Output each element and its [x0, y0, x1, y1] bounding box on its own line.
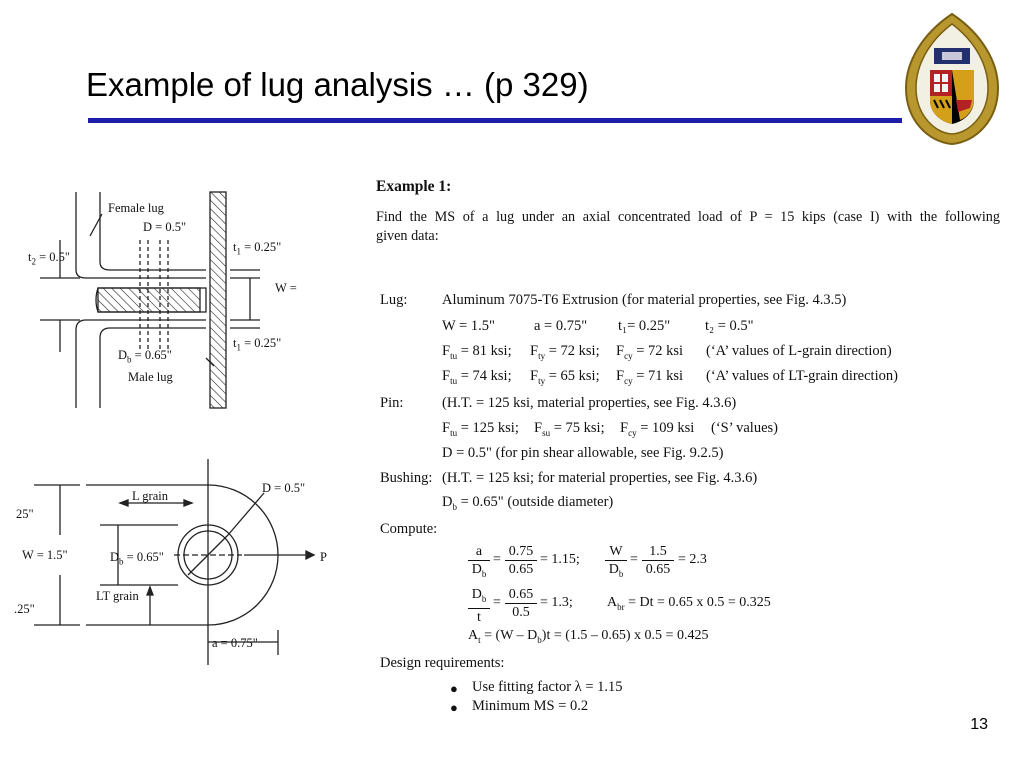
ratio-a-db-result: = 1.15;	[540, 552, 580, 567]
bushing-material: (H.T. = 125 ksi; for material properties…	[442, 470, 758, 486]
pin-ftu: Ftu = 125 ksi;	[442, 420, 519, 438]
drawing-lt-grain-label: LT grain	[96, 589, 139, 603]
example-heading: Example 1:	[376, 178, 452, 195]
drawing-w-bottom: W = 1.5"	[22, 548, 68, 562]
bushing-label: Bushing:	[380, 470, 433, 486]
drawing-t1-bottom: t1 = 0.25"	[233, 336, 282, 353]
lug-ftu-lt: Ftu = 74 ksi;	[442, 368, 512, 386]
bullet-icon: ●	[450, 700, 458, 715]
lug-material: Aluminum 7075-T6 Extrusion (for material…	[442, 292, 847, 308]
bushing-db: Db = 0.65" (outside diameter)	[442, 494, 614, 512]
problem-statement-line2: given data:	[376, 228, 439, 244]
drawing-db-bottom: Db = 0.65"	[110, 550, 164, 567]
ratio-db-t-result: = 1.3;	[540, 595, 573, 610]
design-requirements-label: Design requirements:	[380, 655, 505, 671]
lug-note-lt: (‘A’ values of LT-grain direction)	[706, 368, 898, 384]
drawing-d-bottom: D = 0.5"	[262, 481, 306, 495]
bullet-icon: ●	[450, 681, 458, 696]
drawing-bottom-dim: .25"	[14, 602, 35, 616]
drawing-db-top: Db = 0.65"	[118, 348, 172, 365]
drawing-load-p-label: P	[320, 550, 327, 564]
lug-fcy-lt: Fcy = 71 ksi	[616, 368, 684, 386]
problem-statement-line1: Find the MS of a lug under an axial conc…	[376, 209, 1000, 225]
lug-a: a = 0.75"	[534, 318, 588, 334]
lug-t1: t₁= 0.25"	[618, 318, 671, 334]
lug-w: W = 1.5"	[442, 318, 495, 334]
lug-fty-lt: Fty = 65 ksi;	[530, 368, 600, 386]
lug-ftu-l: Ftu = 81 ksi;	[442, 343, 512, 361]
drawing-top-dim: 25"	[16, 507, 34, 521]
title-divider	[88, 118, 902, 123]
drawing-t2: t2 = 0.5"	[28, 250, 71, 267]
lug-label: Lug:	[380, 292, 408, 308]
pin-fsu: Fsu = 75 ksi;	[534, 420, 605, 438]
lug-fcy-l: Fcy = 72 ksi	[616, 343, 684, 361]
tension-area-formula: At = (W – Db)t = (1.5 – 0.65) x 0.5 = 0.…	[468, 628, 709, 645]
pin-note: (‘S’ values)	[711, 420, 778, 436]
drawing-male-lug-label: Male lug	[128, 370, 173, 384]
university-seal-logo	[904, 12, 1000, 146]
drawing-w-top: W =	[275, 281, 297, 295]
drawing-t1-top: t1 = 0.25"	[233, 240, 282, 257]
ratio-w-db-result: = 2.3	[678, 552, 707, 567]
lug-fty-l: Fty = 72 ksi;	[530, 343, 600, 361]
pin-d: D = 0.5" (for pin shear allowable, see F…	[442, 445, 724, 461]
lug-joint-section-drawing	[40, 191, 260, 409]
design-item-minimum-ms: Minimum MS = 0.2	[472, 698, 589, 714]
lug-t2: t₂ = 0.5"	[705, 318, 754, 334]
pin-fcy: Fcy = 109 ksi	[620, 420, 695, 438]
slide-title: Example of lug analysis … (p 329)	[86, 66, 589, 103]
bearing-area-formula: Abr = Dt = 0.65 x 0.5 = 0.325	[607, 595, 771, 612]
compute-label: Compute:	[380, 521, 438, 537]
drawing-l-grain-label: L grain	[132, 489, 168, 503]
drawing-a-dim: a = 0.75"	[212, 636, 258, 650]
drawing-d-top: D = 0.5"	[143, 220, 187, 234]
pin-material: (H.T. = 125 ksi, material properties, se…	[442, 395, 737, 411]
pin-label: Pin:	[380, 395, 404, 411]
lug-plan-view-drawing	[34, 459, 316, 665]
page-number: 13	[970, 716, 988, 733]
design-item-fitting-factor: Use fitting factor λ = 1.15	[472, 679, 623, 695]
lug-note-l: (‘A’ values of L-grain direction)	[706, 343, 892, 359]
drawing-female-lug-label: Female lug	[108, 201, 164, 215]
